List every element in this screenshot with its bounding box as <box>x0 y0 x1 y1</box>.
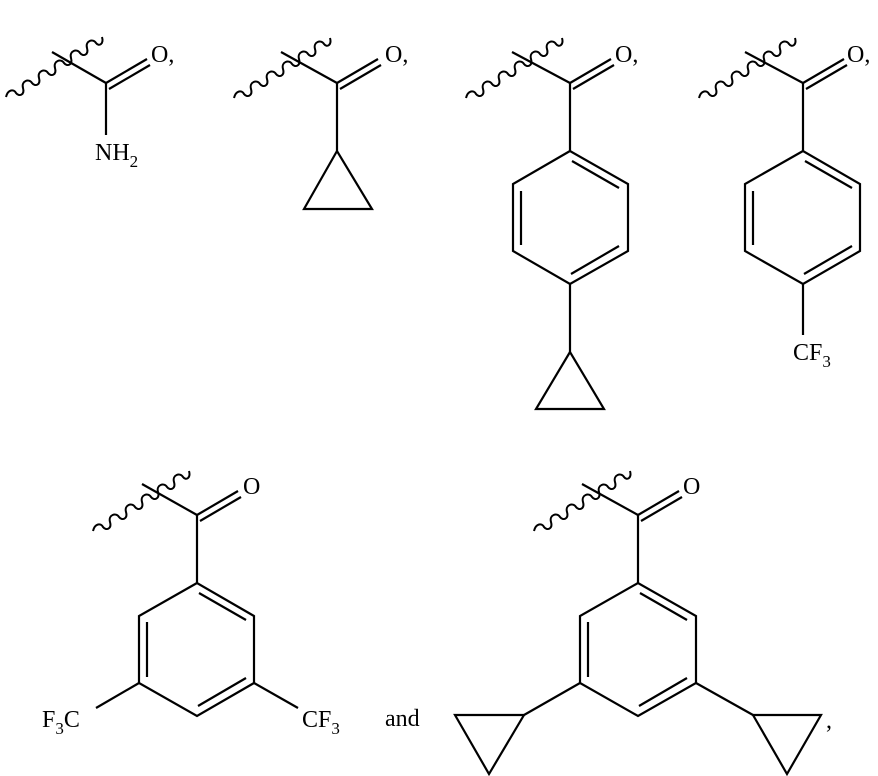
left-trifluoromethyl-label: F3C <box>42 707 80 738</box>
oxygen-label: O, <box>615 42 638 68</box>
benzene-ring <box>137 581 256 718</box>
structure-cyclopropanecarbonyl: O, <box>233 37 408 211</box>
oxygen-label: O, <box>385 42 408 68</box>
right-trifluoromethyl-label: CF3 <box>302 707 340 738</box>
wavy-attachment-bond <box>533 470 632 532</box>
left-cyclopropane-ring <box>453 713 526 776</box>
right-cyclopropane-ring <box>751 713 823 776</box>
cyclopropane-ring <box>534 349 606 411</box>
trifluoromethyl-label: CF3 <box>793 340 831 371</box>
structure-4-cyclopropylbenzoyl: O, <box>465 37 638 411</box>
oxygen-label: O <box>243 474 260 500</box>
wavy-attachment-bond <box>465 37 564 99</box>
oxygen-label: O, <box>847 42 870 68</box>
trailing-comma: , <box>826 708 832 734</box>
conjunction-text: and <box>385 706 420 732</box>
structure-carbamoyl: O, NH2 <box>5 36 174 171</box>
structure-bis-trifluoromethylbenzoyl: F3C CF3 O <box>42 470 340 738</box>
benzene-ring <box>578 581 698 718</box>
wavy-attachment-bond <box>92 470 191 532</box>
wavy-attachment-bond <box>233 37 332 99</box>
amine-label: NH2 <box>95 140 138 171</box>
wavy-attachment-bond <box>5 36 104 98</box>
oxygen-label: O, <box>151 42 174 68</box>
cyclopropane-ring <box>302 148 374 211</box>
structure-4-trifluoromethylbenzoyl: CF3 O, <box>698 37 870 371</box>
oxygen-label: O <box>683 474 700 500</box>
structure-dicyclopropylbenzoyl: O <box>453 470 823 776</box>
wavy-attachment-bond <box>698 37 797 99</box>
benzene-ring <box>743 149 862 286</box>
benzene-ring <box>511 149 630 286</box>
